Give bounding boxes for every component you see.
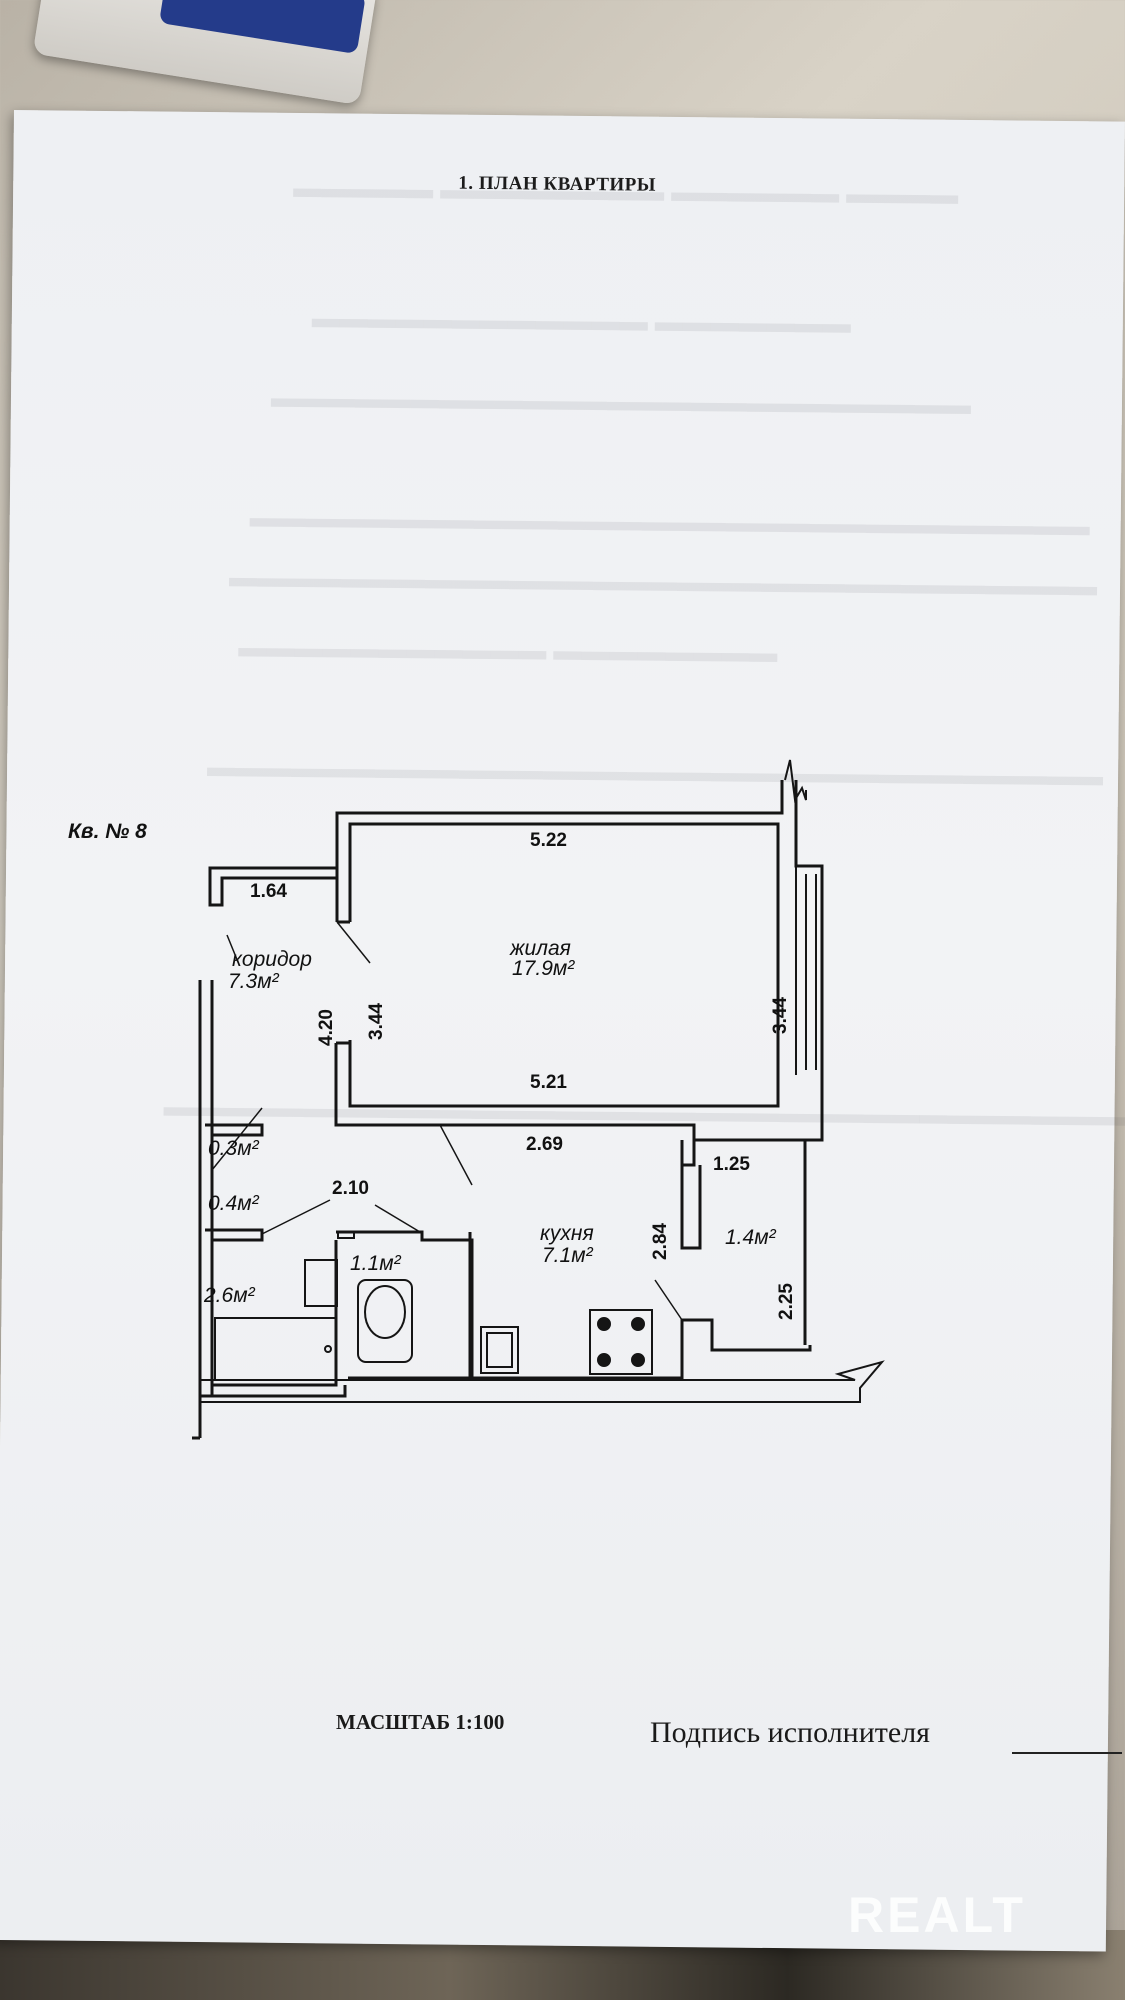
- sink-icon: [304, 1259, 338, 1307]
- toilet-area: 1.1м²: [350, 1252, 402, 1275]
- corridor-name: коридор: [232, 948, 312, 971]
- toilet-icon: [357, 1279, 413, 1363]
- bathroom-wall: [210, 1240, 338, 1387]
- living-top-dimension: 5.22: [530, 830, 567, 851]
- living-outer-wall: [334, 780, 824, 1142]
- kitchen-top-dimension: 2.69: [526, 1134, 563, 1155]
- kitchen-sink-basin-icon: [486, 1332, 513, 1368]
- bathroom-area: 2.6м²: [203, 1284, 256, 1307]
- kitchen-side-dimension: 2.84: [650, 1223, 671, 1260]
- living-inner-wall: [348, 822, 780, 1108]
- living-room-name: жилая: [509, 937, 571, 960]
- signature-line: [1012, 1752, 1122, 1754]
- kitchen-window: [680, 1140, 702, 1250]
- corridor-area: 7.3м²: [228, 970, 280, 993]
- living-right-dimension: 3.44: [770, 997, 791, 1034]
- corridor-top-wall: [208, 866, 339, 907]
- wall-break-mark: [784, 759, 807, 804]
- kitchen-door-swing: [439, 1124, 473, 1186]
- stove-burner-icon: [597, 1353, 611, 1367]
- bath-block-dimension: 2.10: [332, 1178, 369, 1199]
- door-swings: [211, 921, 683, 1321]
- storage-walls: [205, 1123, 264, 1242]
- bath-door-swing: [261, 1199, 331, 1235]
- scale-label: МАСШТАБ 1:100: [336, 1710, 505, 1734]
- entrance-door-swing: [226, 934, 239, 963]
- outer-bottom-wall: [199, 1360, 885, 1403]
- living-bottom-dimension: 5.21: [530, 1072, 567, 1093]
- balcony-height-dimension: 2.25: [776, 1283, 797, 1320]
- storage-small-area: 0.3м²: [208, 1137, 260, 1160]
- stove-burner-icon: [631, 1317, 645, 1331]
- living-room-area: 17.9м²: [512, 957, 575, 980]
- fixtures: [214, 1231, 653, 1381]
- signature-label: Подпись исполнителя: [650, 1716, 930, 1749]
- kitchen-sink-icon: [480, 1326, 519, 1374]
- door-jambs: [336, 920, 350, 1045]
- balcony-door-swing: [654, 1279, 683, 1321]
- corridor-top-dimension: 1.64: [250, 881, 287, 902]
- watermark-logo: REALT: [848, 1887, 1026, 1943]
- toilet-door-swing: [374, 1204, 421, 1233]
- stove-burner-icon: [631, 1353, 645, 1367]
- living-window: [795, 866, 817, 1075]
- living-door-swing: [336, 921, 371, 964]
- toilet-wall: [336, 1230, 474, 1380]
- storage-door-swing: [211, 1107, 263, 1171]
- balcony-area: 1.4м²: [725, 1226, 777, 1249]
- stove-burner-icon: [597, 1317, 611, 1331]
- corridor-height-dimension: 4.20: [316, 1009, 337, 1046]
- toilet-bowl-icon: [364, 1285, 406, 1339]
- bathtub-drain-icon: [324, 1345, 332, 1353]
- kitchen-name: кухня: [540, 1222, 594, 1245]
- storage-area: 0.4м²: [208, 1192, 260, 1215]
- bath-bottom-wall: [200, 1385, 347, 1398]
- stove-icon: [589, 1309, 653, 1375]
- balcony-width-dimension: 1.25: [713, 1154, 750, 1175]
- bathtub-icon: [214, 1317, 337, 1381]
- living-left-dimension: 3.44: [366, 1003, 387, 1040]
- wall-outlines: [192, 759, 885, 1440]
- kitchen-walls: [468, 1140, 812, 1380]
- pipe-icon: [337, 1231, 355, 1239]
- apartment-label: Кв. № 8: [68, 820, 147, 843]
- kitchen-area: 7.1м²: [542, 1244, 594, 1267]
